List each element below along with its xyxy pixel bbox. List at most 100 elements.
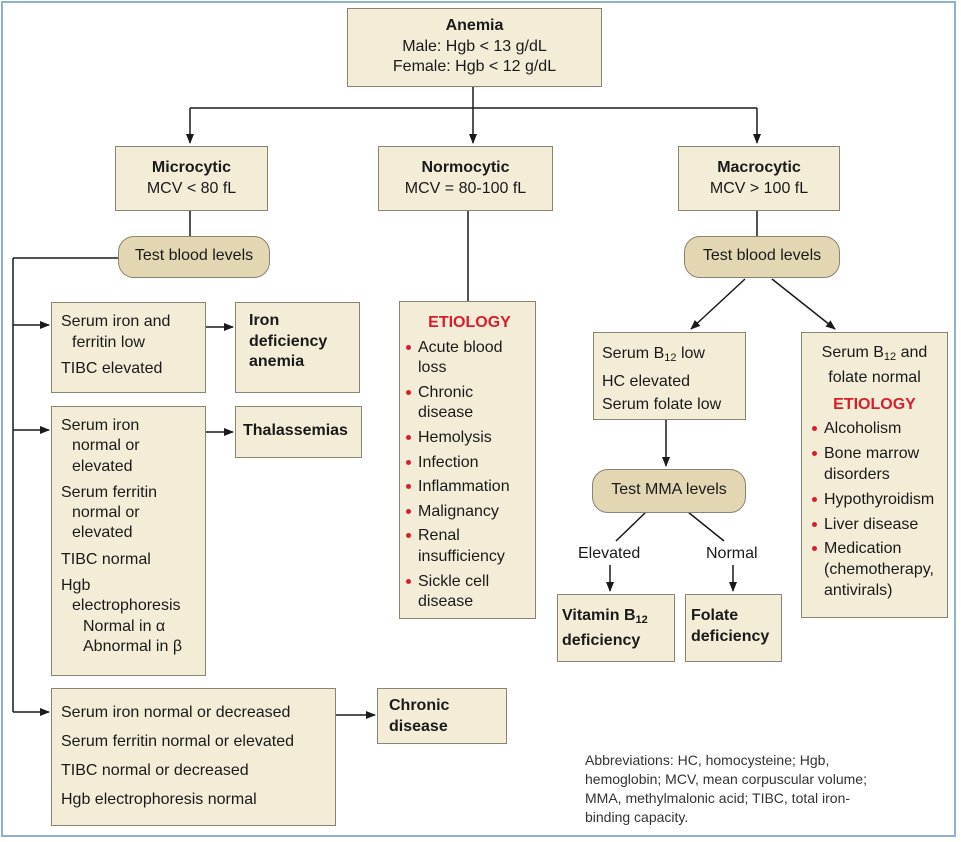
anemia-box: Anemia Male: Hgb < 13 g/dL Female: Hgb <… <box>347 8 602 87</box>
abbreviation-line: Abbreviations: HC, homocysteine; Hgb, <box>585 752 830 768</box>
thal-test-line: normal or <box>72 504 140 522</box>
b12-text: Serum B <box>602 345 665 362</box>
iron-test-line: TIBC elevated <box>61 360 163 377</box>
result-line: anemia <box>249 353 305 370</box>
chronic-disease-result: Chronic disease <box>377 688 507 744</box>
abbreviation-line: binding capacity. <box>585 809 689 825</box>
test-mma-levels: Test MMA levels <box>592 469 746 513</box>
thal-test-line: elevated <box>72 457 133 475</box>
b12-normal-line: folate normal <box>828 368 921 386</box>
result-line: Chronic <box>389 697 450 714</box>
iron-test-line: Serum iron and <box>61 313 171 330</box>
b12-normal-line: Serum B12 and <box>810 343 947 368</box>
thal-test-line: Hgb <box>61 577 91 595</box>
b12-normal-box: Serum B12 and folate normal ETIOLOGY Alc… <box>801 332 948 618</box>
etiology-item: Acute blood loss <box>404 338 535 379</box>
etiology-item-line: Alcoholism <box>824 420 902 438</box>
normocytic-box: Normocytic MCV = 80-100 fL <box>378 146 553 211</box>
etiology-item-line: antivirals) <box>824 581 893 599</box>
etiology-item-line: Infection <box>418 453 479 471</box>
folate-deficiency-result: Folate deficiency <box>685 594 782 662</box>
etiology-item: Medication(chemotherapy,antivirals) <box>810 539 947 601</box>
thal-test-line: electrophoresis <box>72 597 181 615</box>
etiology-item-line: Malignancy <box>418 502 499 520</box>
etiology-item-line: Liver disease <box>824 515 919 533</box>
b12-low-line: HC elevated <box>602 373 691 390</box>
chronic-test-line: Serum iron normal or decreased <box>61 704 291 721</box>
b12-low-line: Serum B12 low <box>602 342 745 370</box>
etiology-item-line: Hypothyroidism <box>824 490 935 508</box>
thal-test-line: Abnormal in β <box>83 637 183 655</box>
etiology-item: Hemolysis <box>404 428 535 449</box>
etiology-item-line: Sickle cell <box>418 572 490 590</box>
b12-text: low <box>676 345 705 362</box>
etiology-item: Malignancy <box>404 502 535 523</box>
etiology-item-line: Acute blood <box>418 338 503 356</box>
macrocytic-title: Macrocytic <box>717 159 801 176</box>
etiology-item-line: Medication <box>824 540 902 558</box>
result-line: Folate <box>691 607 739 624</box>
arrow-to-b12-low <box>690 278 746 330</box>
anemia-title: Anemia <box>445 17 504 34</box>
result-line: deficiency <box>249 332 328 350</box>
abbreviation-line: hemoglobin; MCV, mean corpuscular volume… <box>585 771 867 787</box>
result-line: Vitamin B12 <box>562 606 674 631</box>
thal-test-line: Serum ferritin <box>61 483 158 501</box>
etiology-item-line: Inflammation <box>418 478 510 496</box>
microcytic-criterion: MCV < 80 fL <box>146 179 237 197</box>
b12-low-box: Serum B12 low HC elevated Serum folate l… <box>593 332 746 420</box>
iron-test-line: ferritin low <box>72 333 145 351</box>
thal-test-line: Normal in α <box>83 617 166 635</box>
etiology-item-line: Chronic <box>418 383 474 401</box>
result-line: deficiency <box>691 627 770 645</box>
etiology-item: Liver disease <box>810 515 947 536</box>
b12-text: and <box>896 344 928 361</box>
macro-test-blood-levels: Test blood levels <box>684 236 840 278</box>
result-line: deficiency <box>562 631 641 649</box>
anemia-male-threshold: Male: Hgb < 13 g/dL <box>402 37 547 55</box>
thal-test-line: elevated <box>72 524 133 542</box>
thal-test-line: normal or <box>72 437 140 455</box>
abbreviation-line: MMA, methylmalonic acid; TIBC, total iro… <box>585 790 851 806</box>
microcytic-box: Microcytic MCV < 80 fL <box>115 146 268 211</box>
chronic-test-line: TIBC normal or decreased <box>61 762 249 779</box>
macrocytic-box: Macrocytic MCV > 100 fL <box>678 146 840 211</box>
etiology-item-line: disorders <box>824 465 890 483</box>
etiology-item: Inflammation <box>404 477 535 498</box>
result-line: disease <box>389 717 448 735</box>
normal-label: Normal <box>706 545 758 562</box>
chronic-test-line: Serum ferritin normal or elevated <box>61 733 294 750</box>
etiology-item: Alcoholism <box>810 419 947 440</box>
b12-subscript: 12 <box>883 351 897 363</box>
b12-subscript: 12 <box>635 614 648 626</box>
normocytic-title: Normocytic <box>421 159 510 176</box>
line-mma-to-elevated <box>615 511 647 542</box>
iron-deficiency-result: Iron deficiency anemia <box>235 302 360 393</box>
etiology-item-line: loss <box>418 359 447 377</box>
arrow-to-b12-normal <box>771 278 836 330</box>
etiology-item-line: Hemolysis <box>418 428 492 446</box>
result-text: Vitamin B <box>562 607 636 624</box>
etiology-item: Hypothyroidism <box>810 490 947 511</box>
macrocytic-etiology-title: ETIOLOGY <box>833 395 916 413</box>
thal-test-line: Serum iron <box>61 417 140 434</box>
vitamin-b12-deficiency-result: Vitamin B12 deficiency <box>557 594 675 662</box>
normocytic-criterion: MCV = 80-100 fL <box>404 179 527 197</box>
thalassemias-result: Thalassemias <box>235 406 362 458</box>
etiology-item: Infection <box>404 453 535 474</box>
thal-test-line: TIBC normal <box>61 550 151 568</box>
b12-subscript: 12 <box>664 352 677 364</box>
microcytic-title: Microcytic <box>151 159 232 176</box>
anemia-female-threshold: Female: Hgb < 12 g/dL <box>392 58 557 75</box>
chronic-test-line: Hgb electrophoresis normal <box>61 791 257 808</box>
line-mma-to-normal <box>687 511 725 542</box>
